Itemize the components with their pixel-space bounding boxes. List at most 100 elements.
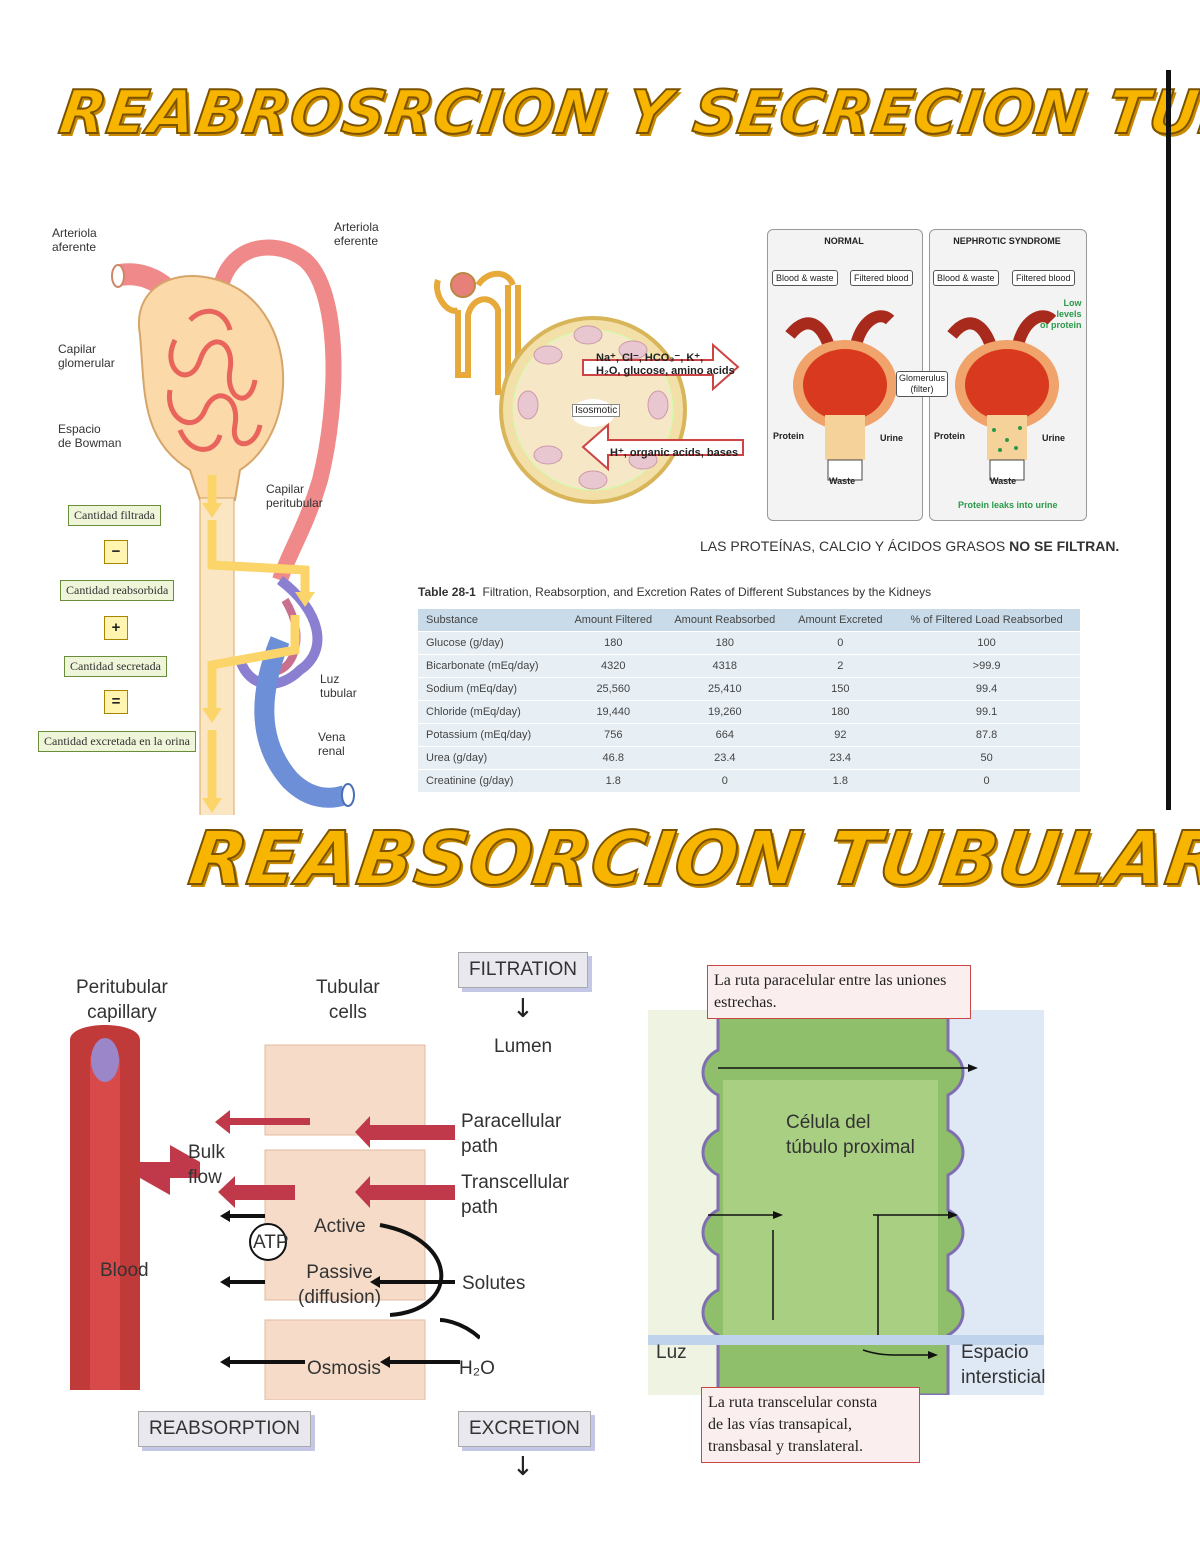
- label-glomerulus: Glomerulus (filter): [896, 371, 949, 397]
- table-cell: 2: [787, 654, 894, 678]
- table-cell: 4318: [662, 654, 788, 678]
- table-cell: 25,410: [662, 677, 788, 701]
- caption-no-filtran: LAS PROTEÍNAS, CALCIO Y ÁCIDOS GRASOS NO…: [700, 538, 1119, 554]
- label-protein-2: Protein: [934, 431, 966, 441]
- table-cell: Bicarbonate (mEq/day): [418, 654, 565, 678]
- table-cell: 4320: [564, 654, 663, 678]
- label-passive: Passive (diffusion): [298, 1262, 382, 1308]
- label-active: Active: [314, 1216, 366, 1237]
- table-cell: 99.4: [893, 677, 1080, 701]
- label-luz-tubular: Luz tubular: [320, 672, 357, 700]
- table-cell: 50: [893, 746, 1080, 770]
- page-title-bottom: REABSORCION TUBULAR: [183, 815, 1200, 903]
- label-arteriola-aferente: Arteriola aferente: [52, 226, 97, 254]
- label-blood-waste-1: Blood & waste: [772, 270, 838, 286]
- excretion-box: EXCRETION: [458, 1411, 591, 1447]
- page-edge-bar: [1166, 70, 1171, 810]
- label-lumen: Lumen: [494, 1036, 553, 1057]
- table-caption: Table 28-1 Filtration, Reabsorption, and…: [418, 585, 931, 599]
- table-caption-text: Filtration, Reabsorption, and Excretion …: [482, 585, 932, 599]
- table-header-cell: Amount Filtered: [564, 609, 663, 632]
- caption-text: LAS PROTEÍNAS, CALCIO Y ÁCIDOS GRASOS: [700, 538, 1010, 554]
- page-title-top: REABROSRCION Y SECRECION TUBULAR: [54, 77, 1200, 149]
- label-capilar-peritubular: Capilar peritubular: [266, 482, 323, 510]
- table-label: Table 28-1: [418, 585, 476, 599]
- table-header-cell: Amount Reabsorbed: [662, 609, 788, 632]
- note-paracellular: La ruta paracelular entre las uniones es…: [707, 965, 971, 1019]
- label-arteriola-eferente: Arteriola eferente: [334, 220, 379, 248]
- glomerulus-illustrations: [785, 310, 1059, 481]
- filtration-box: FILTRATION: [458, 952, 589, 988]
- label-espacio-intersticial: Espacio intersticial: [961, 1342, 1046, 1388]
- table-cell: Potassium (mEq/day): [418, 723, 565, 747]
- label-transcellular-path: Transcellular path: [461, 1172, 570, 1218]
- table-cell: 180: [662, 631, 788, 655]
- excretion-arrow-icon: ↓: [512, 1452, 534, 1482]
- table-cell: Sodium (mEq/day): [418, 677, 565, 701]
- label-low-protein: Low levels of protein: [1040, 298, 1082, 330]
- nephron-diagram: [111, 239, 355, 815]
- reabsorption-diagram: [70, 1025, 480, 1400]
- label-tubular-cells: Tubular cells: [316, 977, 380, 1023]
- box-cantidad-reabsorbida: Cantidad reabsorbida: [60, 580, 175, 601]
- caption-bold: NO SE FILTRAN.: [1009, 538, 1120, 554]
- op-plus: +: [104, 616, 128, 640]
- table-cell: Urea (g/day): [418, 746, 565, 770]
- table-cell: 756: [564, 723, 663, 747]
- table-cell: 46.8: [564, 746, 663, 770]
- label-protein-leaks: Protein leaks into urine: [958, 500, 1058, 510]
- label-blood: Blood: [100, 1260, 149, 1281]
- label-normal: NORMAL: [824, 236, 864, 246]
- table-cell: 25,560: [564, 677, 663, 701]
- proximal-tubule-diagram: [648, 1010, 1044, 1395]
- reabsorption-box: REABSORPTION: [138, 1411, 311, 1447]
- table-header-cell: Substance: [418, 609, 565, 632]
- table-cell: 180: [787, 700, 894, 724]
- table-cell: Creatinine (g/day): [418, 769, 565, 792]
- table-cell: 0: [662, 769, 788, 792]
- label-luz: Luz: [656, 1342, 687, 1363]
- label-secreted: H⁺, organic acids, bases: [610, 447, 739, 459]
- label-reabsorbed-ions: Na⁺, Cl⁻, HCO₃⁻, K⁺, H₂O, glucose, amino…: [596, 352, 735, 377]
- label-isosmotic: Isosmotic: [572, 404, 621, 417]
- label-osmosis: Osmosis: [307, 1358, 381, 1379]
- label-capilar-glomerular: Capilar glomerular: [58, 342, 115, 370]
- label-celula-tubulo: Célula del túbulo proximal: [786, 1112, 915, 1158]
- table-header-cell: Amount Excreted: [787, 609, 894, 632]
- tubule-cross-section: [434, 270, 744, 504]
- table-cell: 0: [893, 769, 1080, 792]
- table-cell: 1.8: [787, 769, 894, 792]
- label-protein-1: Protein: [773, 431, 805, 441]
- label-atp: ATP: [253, 1232, 289, 1253]
- label-waste-2: Waste: [990, 476, 1017, 486]
- label-filtered-blood-2: Filtered blood: [1012, 270, 1075, 286]
- label-waste-1: Waste: [829, 476, 856, 486]
- table-cell: 100: [893, 631, 1080, 655]
- label-bulk-flow: Bulk flow: [188, 1142, 225, 1188]
- label-solutes: Solutes: [462, 1273, 526, 1294]
- table-cell: >99.9: [893, 654, 1080, 678]
- table-cell: 180: [564, 631, 663, 655]
- label-nephrotic-syndrome: NEPHROTIC SYNDROME: [953, 236, 1061, 246]
- label-espacio-bowman: Espacio de Bowman: [58, 422, 122, 450]
- filtration-arrow-icon: ↓: [512, 994, 534, 1024]
- table-cell: 23.4: [787, 746, 894, 770]
- note-transcellular: La ruta transcelular consta de las vías …: [701, 1387, 920, 1463]
- label-urine-1: Urine: [880, 433, 904, 443]
- table-cell: Glucose (g/day): [418, 631, 565, 655]
- box-cantidad-filtrada: Cantidad filtrada: [68, 505, 161, 526]
- label-paracellular-path: Paracellular path: [461, 1111, 562, 1157]
- label-blood-waste-2: Blood & waste: [933, 270, 999, 286]
- table-cell: 664: [662, 723, 788, 747]
- op-minus: −: [104, 540, 128, 564]
- table-cell: 1.8: [564, 769, 663, 792]
- table-cell: 92: [787, 723, 894, 747]
- table-cell: 19,260: [662, 700, 788, 724]
- label-peritubular-capillary: Peritubular capillary: [76, 977, 168, 1023]
